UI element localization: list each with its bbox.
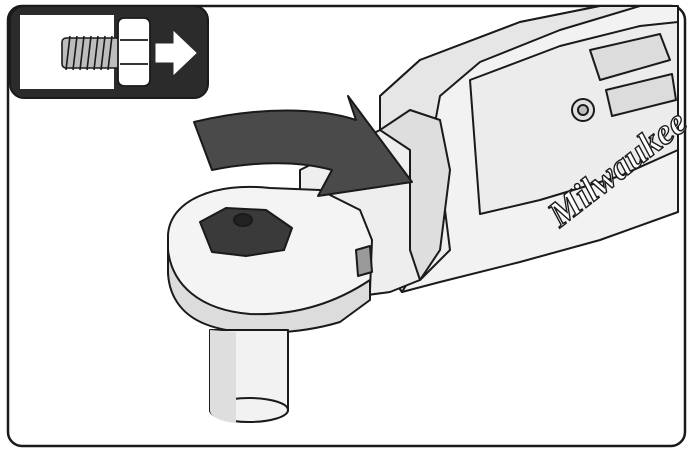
tool-grip-rib [589, 33, 671, 81]
ratchet-tool [167, 5, 679, 423]
tighten-bolt-icon [9, 5, 209, 99]
badge-nut [117, 17, 151, 87]
ratchet-head-side [167, 249, 371, 334]
anvil-shade [210, 330, 236, 423]
badge-bolt-thread [61, 35, 121, 71]
tool-grip-rib [605, 73, 677, 117]
direction-knob [199, 207, 293, 257]
housing-screw-center [577, 104, 589, 116]
rotation-arrow-icon [193, 95, 413, 197]
tool-neck-collar [379, 109, 451, 281]
badge-arrow [155, 30, 197, 76]
knob-center [233, 213, 253, 227]
head-side-slot [355, 245, 373, 277]
